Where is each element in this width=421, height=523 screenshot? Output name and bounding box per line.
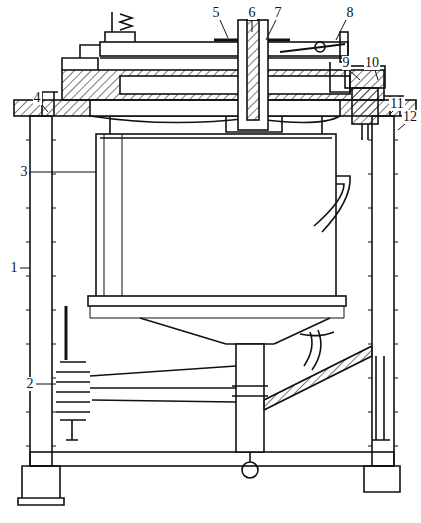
callout-number: 12 (402, 110, 418, 124)
callout-number: 6 (248, 6, 257, 20)
leg-tick (368, 446, 398, 447)
callout-number: 2 (26, 377, 35, 391)
drum (96, 134, 336, 300)
leg-tick (26, 276, 56, 277)
base-beam (30, 452, 394, 466)
leg-tick (368, 378, 398, 379)
leg-tick (368, 310, 398, 311)
tube (264, 346, 372, 410)
leg-tick (26, 174, 56, 175)
callout-number: 8 (346, 6, 355, 20)
flange (214, 39, 290, 42)
spindle (236, 344, 264, 452)
leg (30, 116, 52, 466)
leg-tick (26, 140, 56, 141)
callout-number: 11 (389, 97, 404, 111)
callout-number: 9 (342, 56, 351, 70)
leg-tick (26, 446, 56, 447)
leg-tick (26, 412, 56, 413)
callout-number: 1 (10, 261, 19, 275)
callout-number: 3 (20, 165, 29, 179)
lever (280, 44, 345, 52)
pulley (242, 462, 258, 478)
leg-tick (26, 208, 56, 209)
shaft (238, 20, 268, 130)
leg (372, 116, 394, 466)
leg-tick (368, 208, 398, 209)
leg-tick (26, 344, 56, 345)
spring (56, 362, 90, 420)
leg-tick (368, 242, 398, 243)
callout-number: 10 (364, 56, 380, 70)
leg-tick (368, 174, 398, 175)
leg-tick (26, 242, 56, 243)
callout-number: 7 (274, 6, 283, 20)
leg-tick (26, 310, 56, 311)
lid (62, 70, 384, 100)
callout-number: 5 (212, 6, 221, 20)
leg-tick (368, 276, 398, 277)
callout-number: 4 (33, 91, 42, 105)
leader-lines (20, 20, 405, 384)
leg-tick (368, 412, 398, 413)
leg-tick (368, 344, 398, 345)
leg-tick (368, 140, 398, 141)
